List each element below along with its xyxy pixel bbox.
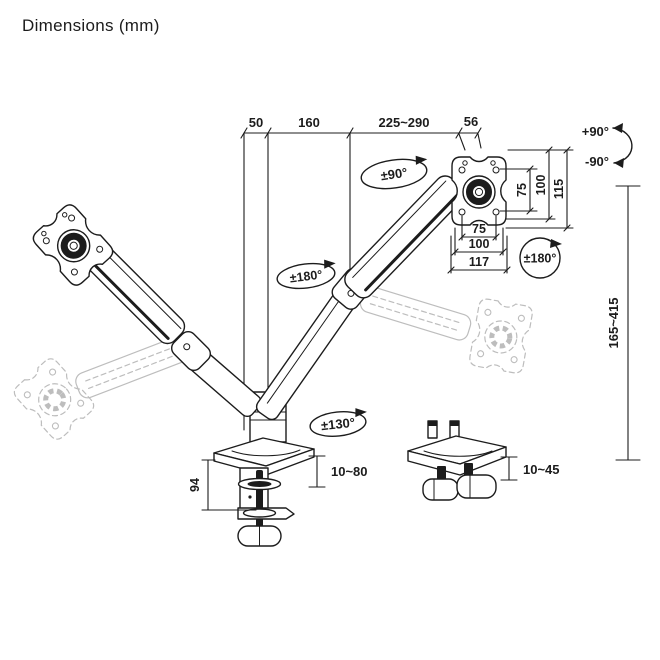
tilt-annotation: +90° -90°	[582, 123, 633, 169]
ghost-right-arm	[359, 286, 534, 375]
height-range-dimension: 165~415	[606, 185, 641, 461]
dim-50-label: 50	[249, 115, 263, 130]
top-width-dimensions: 50 160 225~290 56	[240, 114, 482, 139]
extension-lines	[243, 132, 482, 431]
tilt-up-label: +90°	[582, 124, 609, 139]
dim-10-80-label: 10~80	[331, 464, 368, 479]
elbow-swivel-annotation: ±180°	[276, 259, 336, 290]
grommet-base	[407, 420, 507, 501]
vesa-dim-115v-label: 115	[552, 179, 566, 199]
tilt-arrow-icon	[612, 127, 633, 164]
vesa-dim-117h-label: 117	[469, 255, 489, 269]
left-arm-gas-spring	[84, 243, 186, 345]
ghost-right-vesa-plate	[469, 298, 534, 374]
vesa-dim-75h-label: 75	[472, 222, 486, 236]
page-title: Dimensions (mm)	[22, 16, 160, 35]
dim-94-label: 94	[188, 478, 202, 492]
right-arm	[255, 157, 506, 421]
clamp-height-dimension: 94	[188, 459, 257, 511]
dim-10-45-label: 10~45	[523, 462, 560, 477]
dim-56-label: 56	[464, 114, 478, 129]
vesa-horizontal-dimensions: 75 100 117	[447, 215, 511, 274]
dim-165-415-label: 165~415	[606, 298, 621, 349]
right-vesa-plate	[452, 157, 506, 225]
base-swivel-label: ±130°	[320, 415, 355, 433]
arm-swivel-label: ±90°	[380, 165, 409, 184]
rotation-arrow-icon	[276, 262, 336, 290]
base-swivel-annotation: ±130°	[309, 408, 367, 437]
rotation-arrow-icon	[360, 158, 428, 190]
rotation-arrow-icon	[519, 237, 561, 279]
left-arm	[30, 202, 262, 418]
vesa-rotation-label: ±180°	[524, 252, 557, 266]
vesa-dim-100v-label: 100	[534, 175, 548, 196]
desk-clamp-base	[213, 437, 315, 547]
grommet-thickness-dimension: 10~45	[500, 456, 560, 481]
dim-225-290-label: 225~290	[379, 115, 430, 130]
vesa-dim-100h-label: 100	[469, 237, 490, 251]
arm-swivel-annotation: ±90°	[360, 155, 428, 190]
clamp-thickness-dimension: 10~80	[308, 455, 368, 488]
ghost-left-vesa-plate	[11, 356, 97, 443]
right-arm-gas-spring	[344, 175, 465, 299]
elbow-swivel-label: ±180°	[289, 268, 323, 286]
vesa-dim-75v-label: 75	[515, 183, 529, 197]
left-arm-elbow	[170, 330, 212, 372]
tilt-down-label: -90°	[585, 154, 609, 169]
dim-160-label: 160	[298, 115, 320, 130]
vesa-vertical-dimensions: 75 100 115	[499, 146, 574, 232]
vesa-rotation-annotation: ±180°	[519, 237, 562, 279]
rotation-arrow-icon	[309, 411, 367, 437]
ghost-left-arm	[11, 335, 191, 443]
